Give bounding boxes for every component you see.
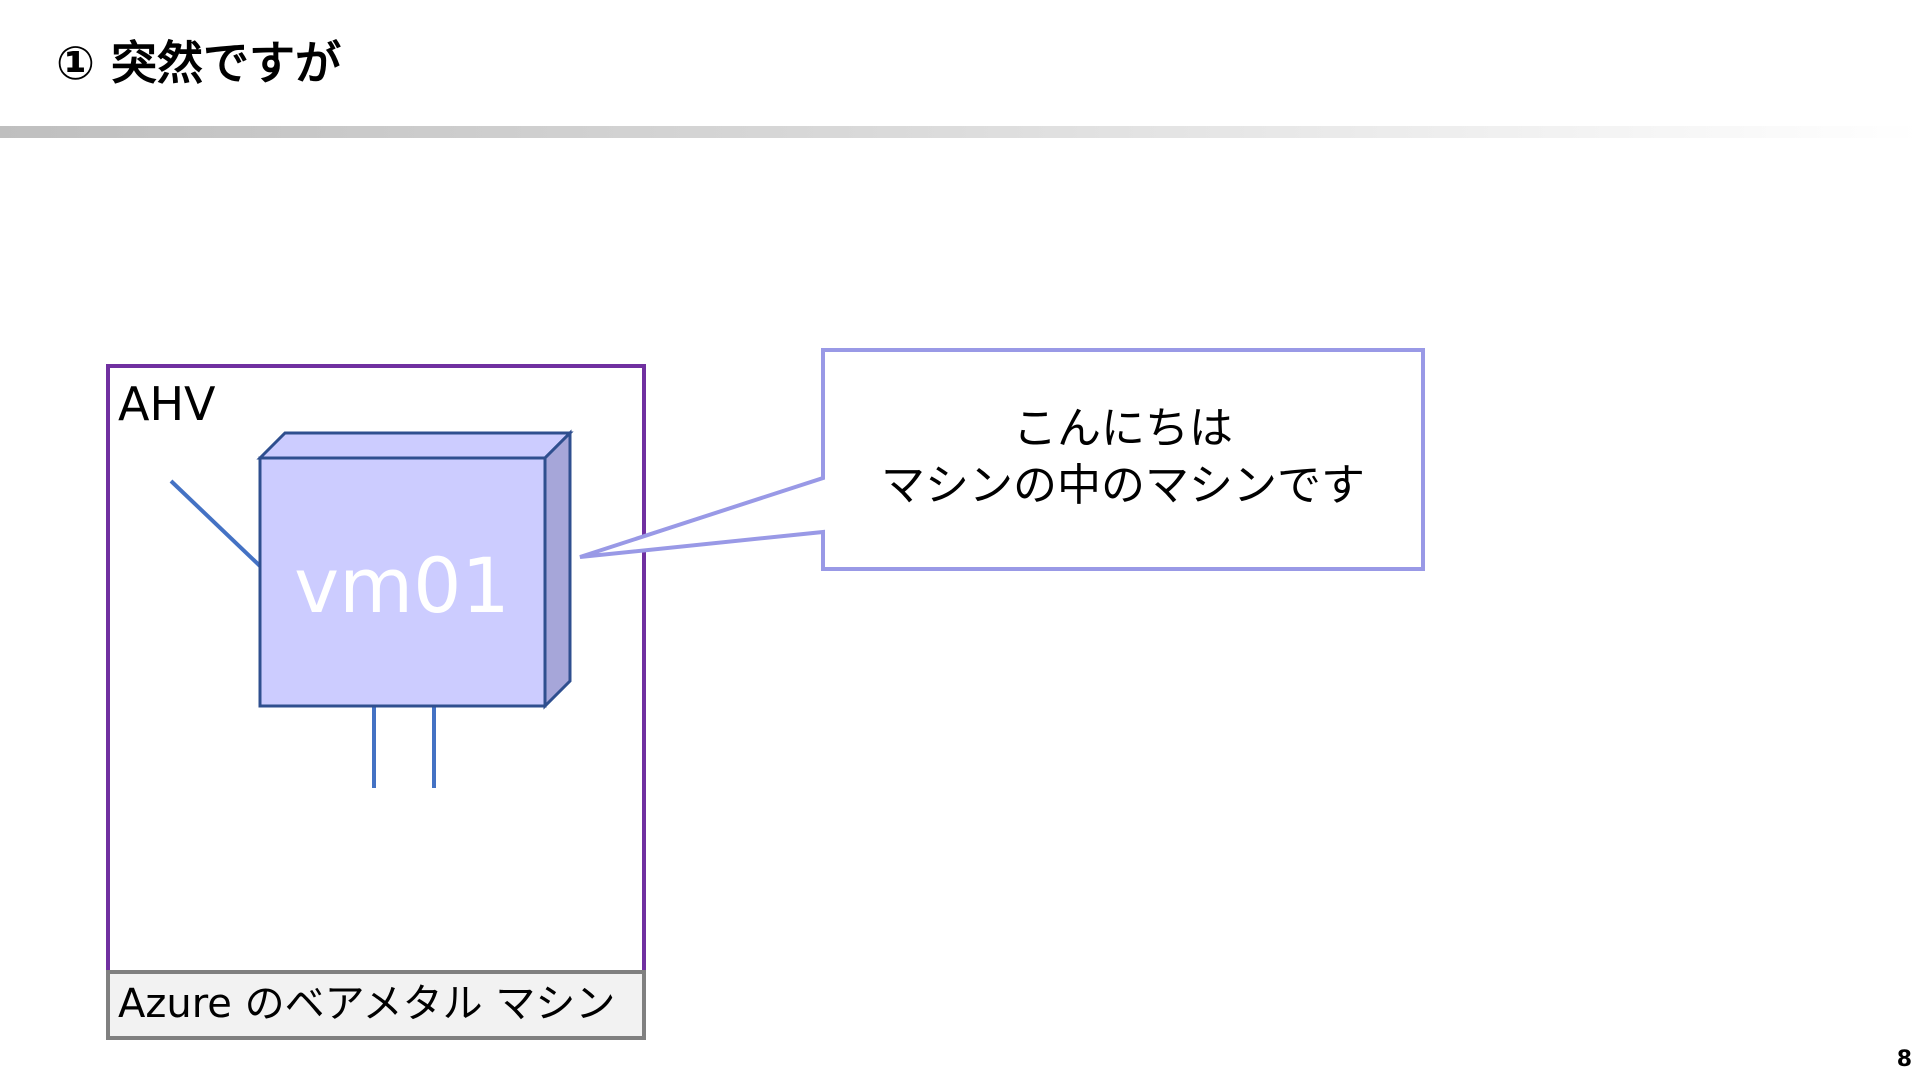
vm-cube: vm01 bbox=[256, 429, 574, 710]
vm-cube-front bbox=[258, 456, 547, 708]
network-cable-left bbox=[169, 479, 262, 568]
vm-cube-side bbox=[543, 429, 572, 710]
baremetal-box bbox=[106, 970, 646, 1040]
vm-cube-top bbox=[256, 431, 574, 460]
page-number: 8 bbox=[1896, 1047, 1912, 1072]
slide-title: ① 突然ですが bbox=[56, 36, 341, 90]
ahv-label: AHV bbox=[118, 377, 216, 431]
title-underline bbox=[0, 126, 1920, 138]
vm-label: vm01 bbox=[294, 541, 510, 630]
callout-line-2: マシンの中のマシンです bbox=[881, 460, 1365, 511]
speech-callout bbox=[579, 348, 1425, 571]
baremetal-label: Azure のベアメタル マシン bbox=[118, 981, 615, 1027]
callout-line-1: こんにちは bbox=[1013, 403, 1233, 454]
